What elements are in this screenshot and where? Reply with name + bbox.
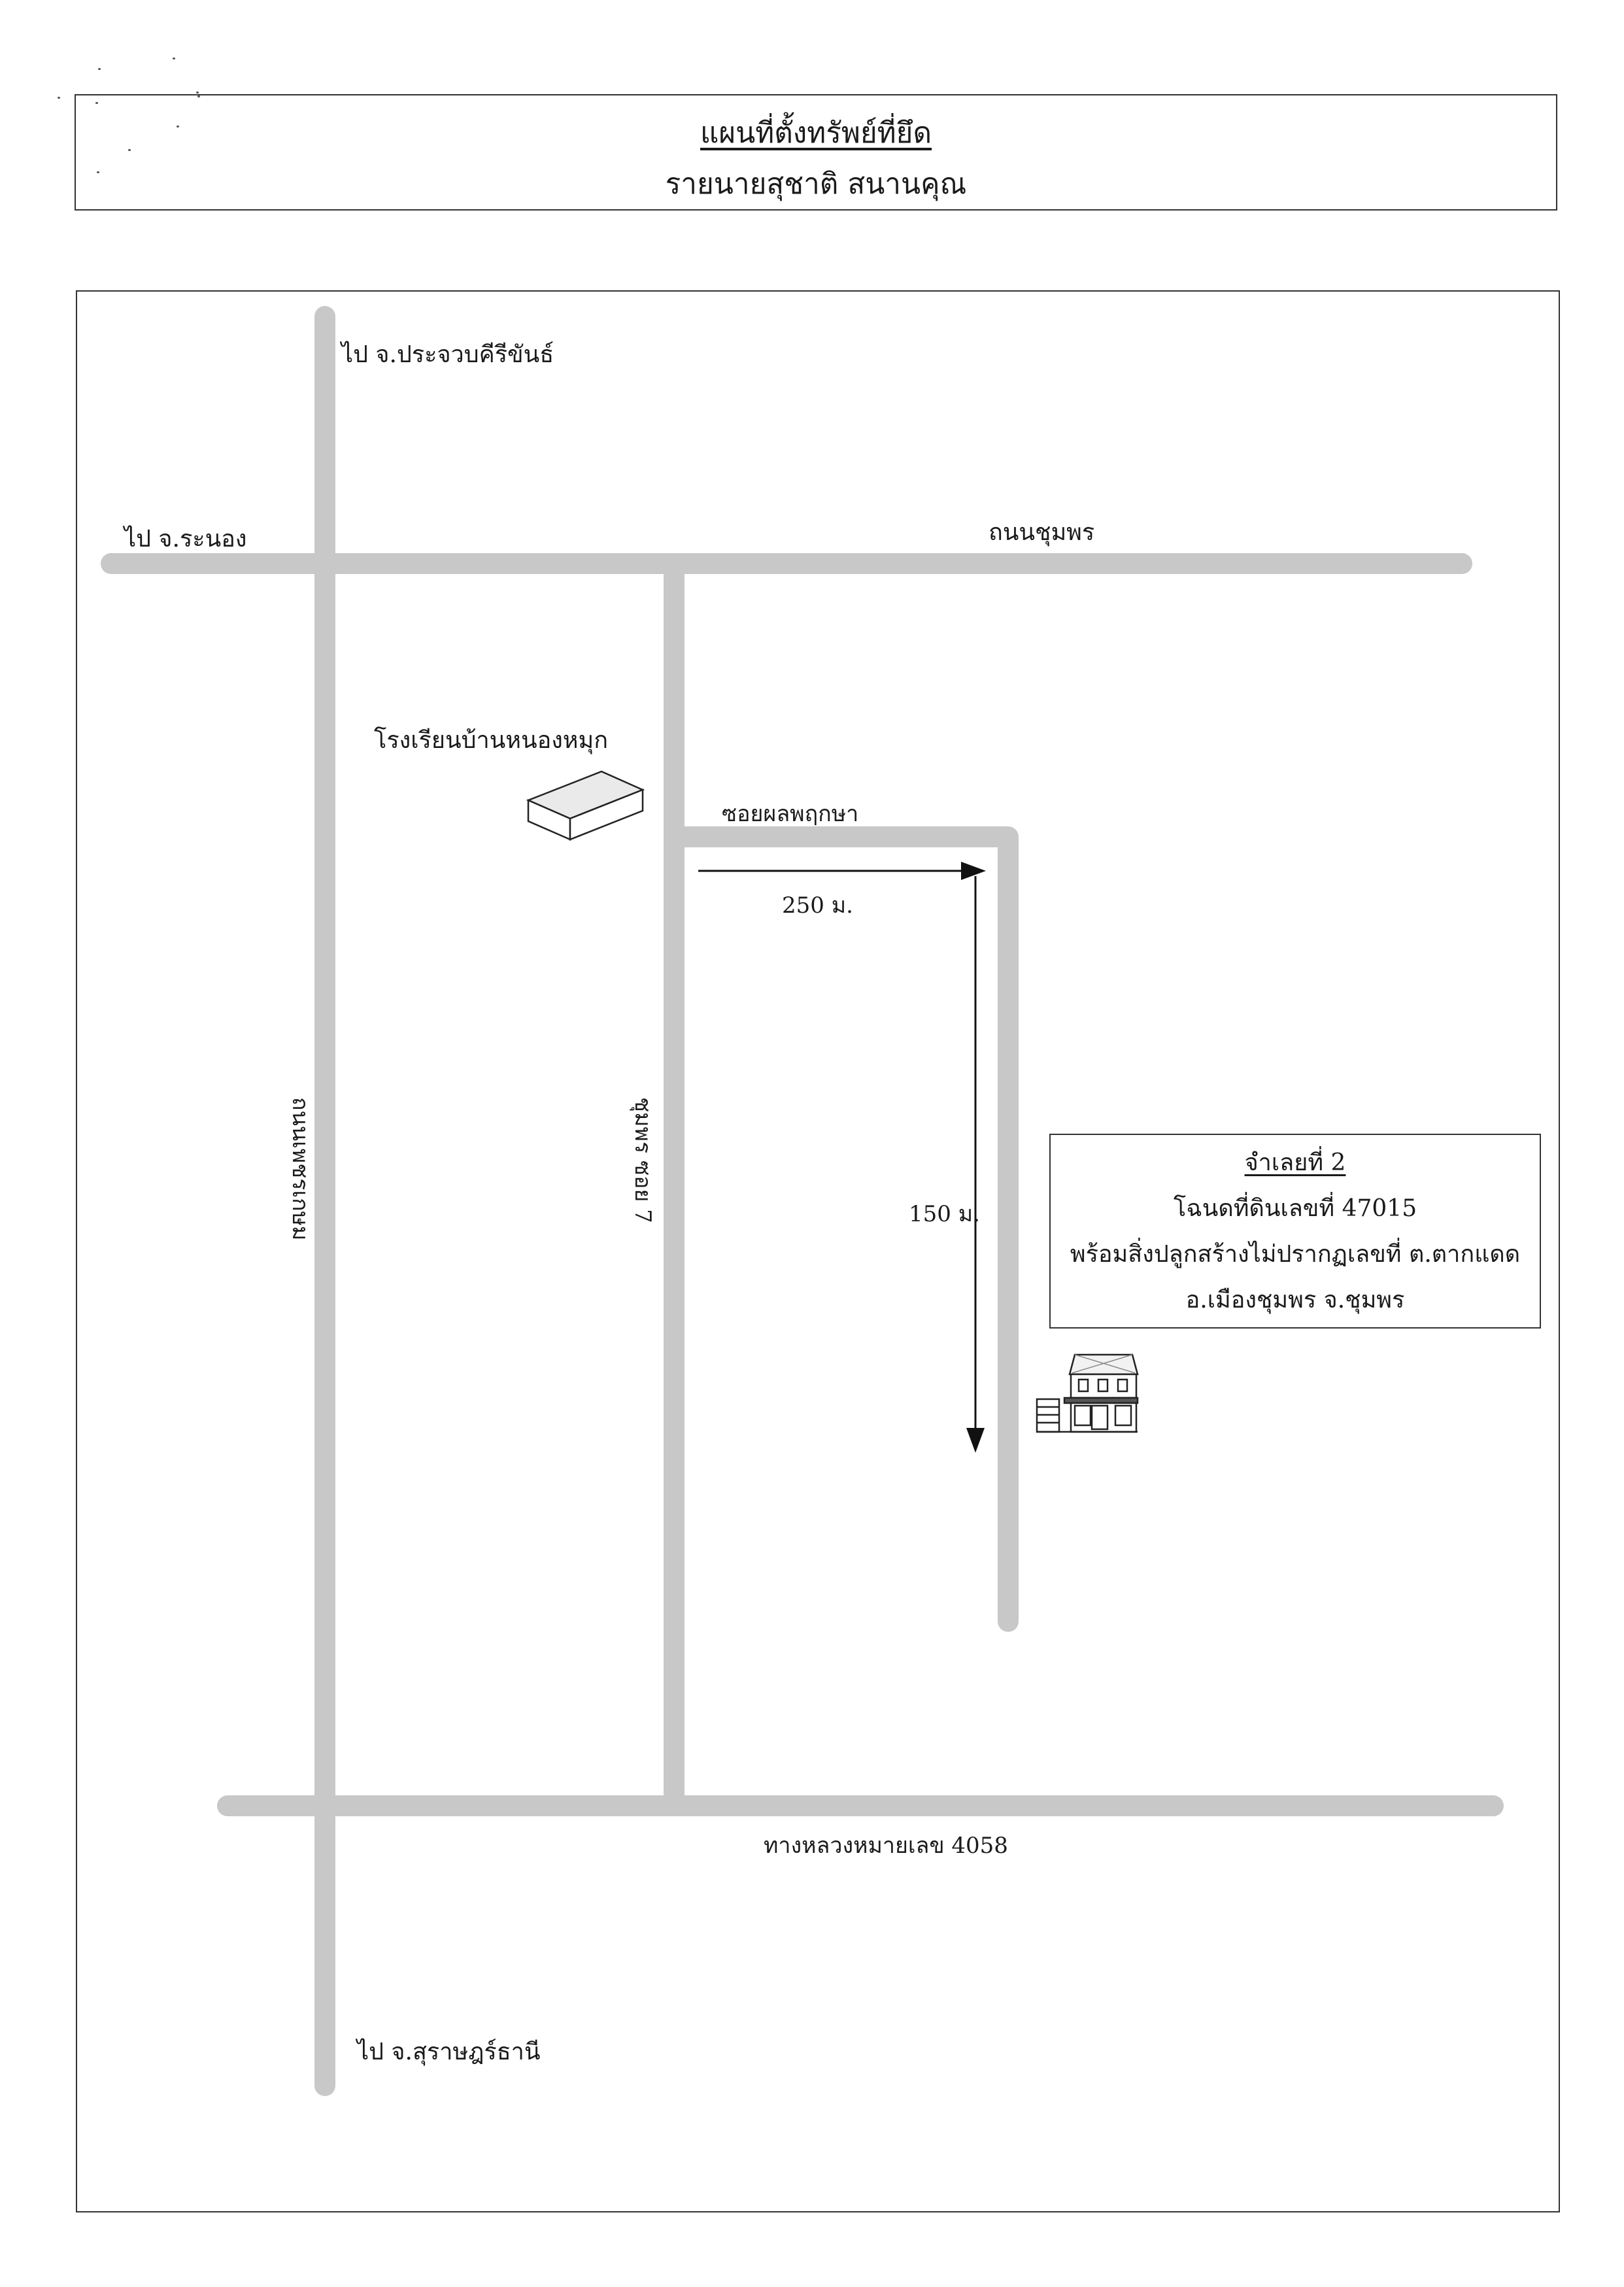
- label-highway-4058: ทางหลวงหมายเลข 4058: [764, 1833, 1008, 1859]
- school-building-icon: [526, 770, 645, 841]
- info-lot: จำเลยที่ 2: [1244, 1149, 1346, 1176]
- label-school: โรงเรียนบ้านหนองหมุก: [374, 726, 608, 754]
- label-distance-east: 250 ม.: [782, 892, 853, 919]
- label-chumphon-road: ถนนชุมพร: [989, 519, 1094, 547]
- label-soi-7: ชุมพร ซอย 7: [630, 1097, 656, 1223]
- label-distance-south: 150 ม.: [909, 1201, 980, 1227]
- road-alley: [664, 826, 1019, 1632]
- info-deed: โฉนดที่ดินเลขที่ 47015: [1173, 1195, 1417, 1222]
- label-alley: ซอยผลพฤกษา: [722, 801, 858, 827]
- label-west-destination: ไป จ.ระนอง: [122, 525, 246, 552]
- label-south-destination: ไป จ.สุราษฎร์ธานี: [355, 2038, 541, 2066]
- label-petchkasem-road: ถนนเพชรเกษม: [287, 1097, 313, 1240]
- map-frame: [76, 290, 1560, 2212]
- arrow-east-head: [961, 862, 986, 880]
- house-icon: [1036, 1353, 1139, 1433]
- distance-arrows: [698, 862, 986, 1453]
- arrow-south-head: [966, 1428, 985, 1453]
- label-north-destination: ไป จ.ประจวบคีรีขันธ์: [339, 341, 554, 368]
- info-building: พร้อมสิ่งปลูกสร้างไม่ปรากฏเลขที่ ต.ตากแด…: [1070, 1241, 1521, 1268]
- page-subtitle: รายนายสุชาติ สนานคุณ: [665, 167, 967, 201]
- roads: [101, 306, 1504, 2096]
- header-box: แผนที่ตั้งทรัพย์ที่ยึด รายนายสุชาติ สนาน…: [75, 94, 1557, 211]
- info-district: อ.เมืองชุมพร จ.ชุมพร: [1185, 1287, 1405, 1313]
- page-title: แผนที่ตั้งทรัพย์ที่ยึด: [700, 116, 932, 150]
- property-info-box: จำเลยที่ 2 โฉนดที่ดินเลขที่ 47015 พร้อมส…: [1049, 1134, 1541, 1329]
